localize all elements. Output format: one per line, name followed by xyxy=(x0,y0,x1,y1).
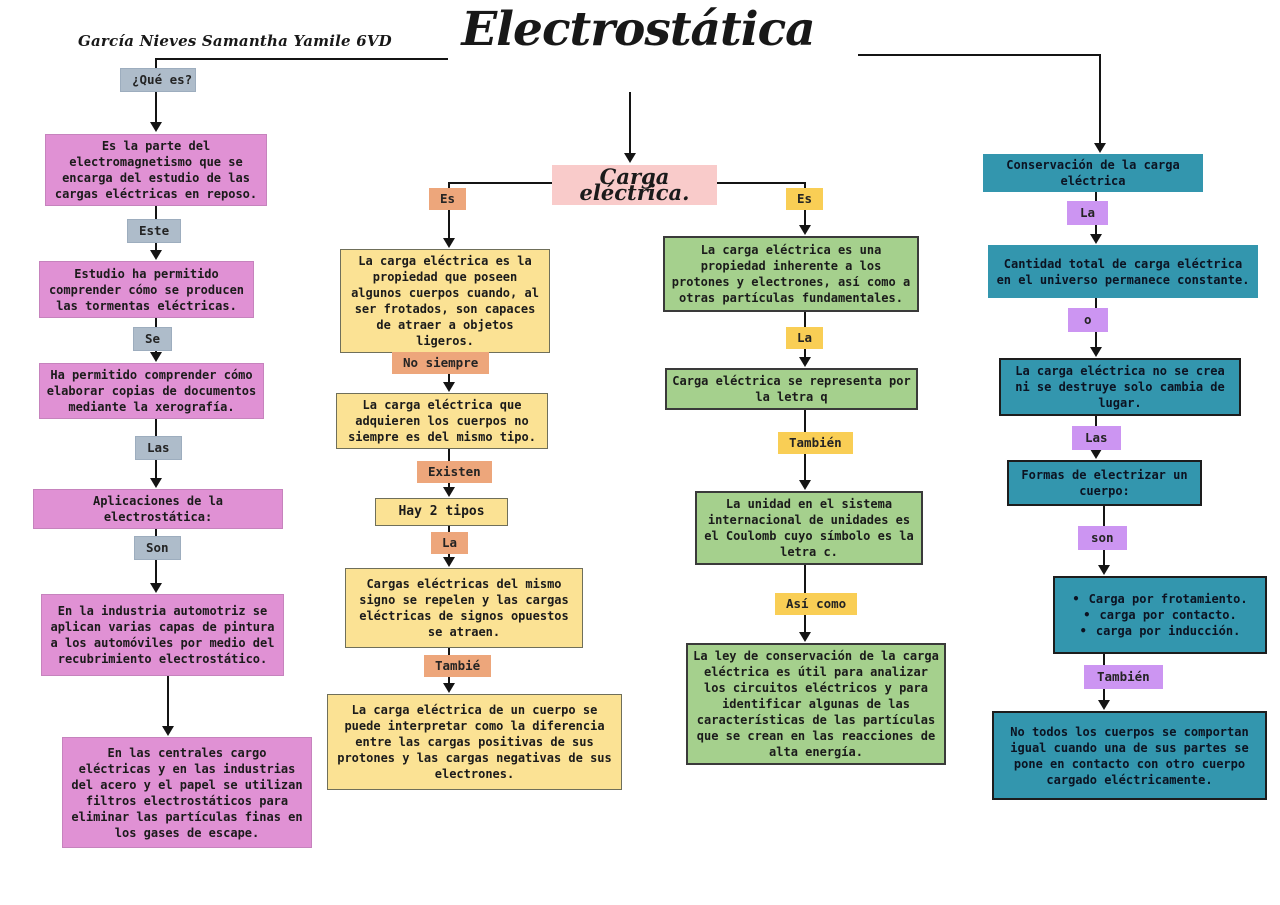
tag-este: Este xyxy=(127,219,182,243)
arrowhead-icon xyxy=(799,480,811,490)
connector-line xyxy=(804,209,806,225)
arrowhead-icon xyxy=(624,153,636,163)
connector-line xyxy=(156,58,448,60)
node-aplicaciones: Aplicaciones de la electrostática: xyxy=(33,489,283,529)
node-mismo-tipo: La carga eléctrica que adquieren los cue… xyxy=(336,393,548,449)
tag-que-es: ¿Qué es? xyxy=(120,68,196,92)
center-topic-box: Carga eléctrica. xyxy=(552,165,717,205)
connector-line xyxy=(449,182,552,184)
tag-la-col2: La xyxy=(431,532,469,554)
tag-es-col3: Es xyxy=(786,188,824,210)
arrowhead-icon xyxy=(150,250,162,260)
tag-la-col3: La xyxy=(786,327,824,349)
tag-la-col4: La xyxy=(1067,201,1109,225)
node-propiedad-inherente: La carga eléctrica es una propiedad inhe… xyxy=(663,236,919,312)
connector-line xyxy=(804,182,806,190)
node-letra-q: Carga eléctrica se representa por la let… xyxy=(665,368,918,410)
arrowhead-icon xyxy=(799,357,811,367)
node-conservacion-titulo: Conservación de la carga eléctrica xyxy=(983,154,1203,192)
arrowhead-icon xyxy=(799,632,811,642)
tag-o: o xyxy=(1068,308,1108,332)
tag-se: Se xyxy=(133,327,173,351)
tag-tambie: Tambié xyxy=(424,655,492,677)
arrowhead-icon xyxy=(162,726,174,736)
connector-line xyxy=(1099,54,1101,143)
page-title: Electrostática xyxy=(461,2,815,57)
tag-son-col4: son xyxy=(1078,526,1127,550)
tag-asi-como: Así como xyxy=(775,593,858,615)
bullet-item: •Carga por frotamiento. xyxy=(1072,592,1248,606)
arrowhead-icon xyxy=(150,478,162,488)
connector-line xyxy=(858,54,1100,56)
arrowhead-icon xyxy=(443,557,455,567)
arrowhead-icon xyxy=(1090,234,1102,244)
node-tormentas: Estudio ha permitido comprender cómo se … xyxy=(39,261,254,318)
tag-no-siempre: No siempre xyxy=(392,352,490,374)
node-cantidad-constante: Cantidad total de carga eléctrica en el … xyxy=(988,245,1258,298)
node-ley-conservacion: La ley de conservación de la carga eléct… xyxy=(686,643,946,765)
node-diferencia-cargas: La carga eléctrica de un cuerpo se puede… xyxy=(327,694,622,790)
tag-las-col4: Las xyxy=(1072,426,1121,450)
tag-tambien-col3: También xyxy=(778,432,853,454)
tag-las: Las xyxy=(135,436,182,460)
arrowhead-icon xyxy=(443,382,455,392)
arrowhead-icon xyxy=(1094,143,1106,153)
node-propiedad-frotados: La carga eléctrica es la propiedad que p… xyxy=(340,249,550,353)
node-definition: Es la parte del electromagnetismo que se… xyxy=(45,134,267,206)
arrowhead-icon xyxy=(799,225,811,235)
node-xerografia: Ha permitido comprender cómo elaborar co… xyxy=(39,363,264,419)
connector-line xyxy=(448,182,450,190)
node-filtros-electrostaticos: En las centrales cargo eléctricas y en l… xyxy=(62,737,312,848)
tag-existen: Existen xyxy=(417,461,492,483)
arrowhead-icon xyxy=(150,122,162,132)
connector-line xyxy=(167,676,169,726)
author-name: García Nieves Samantha Yamile 6VD xyxy=(78,32,392,50)
node-no-se-crea: La carga eléctrica no se crea ni se dest… xyxy=(999,358,1241,416)
connector-line xyxy=(448,209,450,238)
bullet-item: •carga por contacto. xyxy=(1083,608,1237,622)
node-repelen-atraen: Cargas eléctricas del mismo signo se rep… xyxy=(345,568,583,648)
node-formas-electrizar: Formas de electrizar un cuerpo: xyxy=(1007,460,1202,506)
node-coulomb: La unidad en el sistema internacional de… xyxy=(695,491,923,565)
arrowhead-icon xyxy=(1090,449,1102,459)
node-hay-2-tipos: Hay 2 tipos xyxy=(375,498,508,526)
connector-line xyxy=(717,182,806,184)
tag-son: Son xyxy=(134,536,181,560)
arrowhead-icon xyxy=(443,238,455,248)
arrowhead-icon xyxy=(150,583,162,593)
arrowhead-icon xyxy=(150,352,162,362)
arrowhead-icon xyxy=(443,683,455,693)
arrowhead-icon xyxy=(443,487,455,497)
tag-es-col2: Es xyxy=(429,188,467,210)
arrowhead-icon xyxy=(1098,700,1110,710)
arrowhead-icon xyxy=(1098,565,1110,575)
node-tipos-de-carga: •Carga por frotamiento. •carga por conta… xyxy=(1053,576,1267,654)
bullet-item: •carga por inducción. xyxy=(1079,624,1241,638)
connector-line xyxy=(629,92,631,153)
node-contacto-cuerpos: No todos los cuerpos se comportan igual … xyxy=(992,711,1267,800)
tag-tambien-col4: También xyxy=(1084,665,1163,689)
node-industria-automotriz: En la industria automotriz se aplican va… xyxy=(41,594,284,676)
bullet-icon: • xyxy=(1079,624,1087,638)
bullet-icon: • xyxy=(1083,608,1091,622)
bullet-icon: • xyxy=(1072,592,1080,606)
arrowhead-icon xyxy=(1090,347,1102,357)
